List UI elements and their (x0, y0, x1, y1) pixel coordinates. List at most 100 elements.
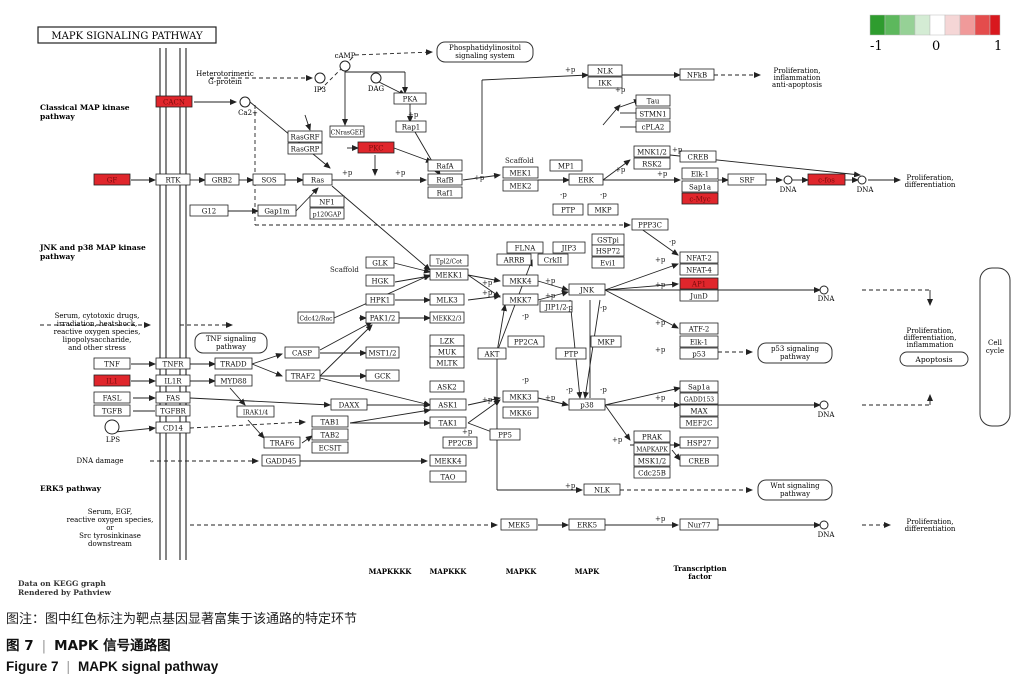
gene-node-elk-1[interactable]: Elk-1 (679, 335, 719, 348)
gene-node-mek5[interactable]: MEK5 (500, 518, 538, 531)
gene-node-mkk3[interactable]: MKK3 (502, 390, 539, 403)
gene-node-tgfb[interactable]: TGFB (93, 404, 131, 417)
gene-node-fasl[interactable]: FASL (93, 391, 131, 404)
gene-node-ask1[interactable]: ASK1 (429, 398, 467, 411)
gene-node-traf6[interactable]: TRAF6 (263, 436, 301, 449)
gene-node-traf2[interactable]: TRAF2 (285, 369, 321, 382)
gene-node-creb[interactable]: CREB (679, 454, 719, 467)
gene-node-fas[interactable]: FAS (155, 391, 191, 404)
gene-node-erk5[interactable]: ERK5 (568, 518, 606, 531)
gene-node-mek2[interactable]: MEK2 (502, 179, 539, 192)
gene-node-sap1a[interactable]: Sap1a (679, 380, 719, 393)
gene-node-tnf[interactable]: TNF (93, 357, 131, 370)
gene-node-mp1[interactable]: MP1 (549, 159, 583, 172)
gene-node-mekk4[interactable]: MEKK4 (429, 454, 467, 467)
gene-node-grb2[interactable]: GRB2 (204, 173, 240, 186)
gene-node-mkk6[interactable]: MKK6 (502, 406, 539, 419)
pathway-link-wnt[interactable]: Wnt signaling pathway (757, 479, 833, 501)
gene-node-hpk1[interactable]: HPK1 (365, 293, 395, 306)
gene-node-rtk[interactable]: RTK (155, 173, 191, 186)
gene-node-hgk[interactable]: HGK (365, 274, 395, 287)
gene-node-hsp72[interactable]: HSP72 (591, 244, 625, 257)
gene-node-gadd45[interactable]: GADD45 (261, 454, 301, 467)
gene-node-mapkapk[interactable]: MAPKAPK (633, 442, 671, 455)
gene-node-nfat-4[interactable]: NFAT-4 (679, 263, 719, 276)
gene-node-tau[interactable]: Tau (635, 94, 671, 107)
gene-node-srf[interactable]: SRF (727, 173, 767, 186)
gene-node-rafa[interactable]: RafA (427, 159, 463, 172)
gene-node-jip3[interactable]: JIP3 (552, 241, 586, 254)
gene-node-rasgrf[interactable]: RasGRF (287, 130, 323, 143)
gene-node-gck[interactable]: GCK (365, 369, 400, 382)
gene-node-daxx[interactable]: DAXX (330, 398, 368, 411)
gene-node-lzk[interactable]: LZK (429, 334, 465, 347)
gene-node-rafb[interactable]: RafB (427, 173, 463, 186)
gene-node-cnrasgef[interactable]: CNrasGEF (329, 125, 365, 138)
gene-node-nlk[interactable]: NLK (583, 483, 621, 496)
gene-node-pp2cb[interactable]: PP2CB (442, 436, 478, 449)
gene-node-ptp[interactable]: PTP (555, 347, 587, 360)
gene-node-irak1-4[interactable]: IRAK1/4 (236, 405, 275, 418)
gene-node-c-fos[interactable]: c-fos (807, 173, 846, 186)
gene-node-nlk[interactable]: NLK (587, 64, 623, 77)
gene-node-rap1[interactable]: Rap1 (395, 120, 427, 133)
gene-node-hsp27[interactable]: HSP27 (679, 436, 719, 449)
gene-node-ask2[interactable]: ASK2 (429, 380, 465, 393)
pathway-link-pi[interactable]: Phosphatidylinositol signaling system (436, 41, 534, 63)
gene-node-tpl2-cot[interactable]: Tpl2/Cot (429, 254, 469, 267)
pathway-link-p53[interactable]: p53 signaling pathway (757, 342, 833, 364)
gene-node-pp2ca[interactable]: PP2CA (507, 335, 545, 348)
gene-node-tak1[interactable]: TAK1 (429, 416, 467, 429)
gene-node-crkii[interactable]: CrkII (537, 253, 569, 266)
gene-node-jnk[interactable]: JNK (568, 283, 606, 296)
gene-node-flna[interactable]: FLNA (506, 241, 544, 254)
gene-node-tab2[interactable]: TAB2 (311, 428, 349, 441)
gene-node-jund[interactable]: JunD (679, 289, 719, 302)
gene-node-erk[interactable]: ERK (568, 173, 604, 186)
gene-node-tao[interactable]: TAO (429, 470, 467, 483)
gene-node-g12[interactable]: G12 (189, 204, 229, 217)
gene-node-gap1m[interactable]: Gap1m (257, 204, 297, 217)
gene-node-gstpi[interactable]: GSTpi (591, 233, 625, 246)
gene-node-tnfr[interactable]: TNFR (155, 357, 191, 370)
gene-node-ras[interactable]: Ras (302, 173, 333, 186)
gene-node-ap1[interactable]: AP1 (679, 277, 719, 290)
gene-node-tgfbr[interactable]: TGFBR (155, 404, 191, 417)
gene-node-evi1[interactable]: Evi1 (591, 256, 625, 269)
gene-node-mlk3[interactable]: MLK3 (429, 293, 465, 306)
gene-node-ptp[interactable]: PTP (552, 203, 584, 216)
gene-node-tab1[interactable]: TAB1 (311, 415, 349, 428)
gene-node-gadd153[interactable]: GADD153 (679, 392, 719, 405)
gene-node-mkk4[interactable]: MKK4 (502, 274, 539, 287)
gene-node-il1r[interactable]: IL1R (155, 374, 191, 387)
gene-node-casp[interactable]: CASP (284, 346, 320, 359)
gene-node-mnk1-2[interactable]: MNK1/2 (633, 145, 671, 158)
gene-node-mef2c[interactable]: MEF2C (679, 416, 719, 429)
gene-node-prak[interactable]: PRAK (633, 430, 671, 443)
gene-node-ppp3c[interactable]: PPP3C (631, 218, 669, 231)
gene-node-muk[interactable]: MUK (429, 345, 465, 358)
gene-node-mkp[interactable]: MKP (587, 203, 619, 216)
gene-node-max[interactable]: MAX (679, 404, 719, 417)
gene-node-pkc[interactable]: PKC (357, 141, 395, 154)
gene-node-msk1-2[interactable]: MSK1/2 (633, 454, 671, 467)
gene-node-creb[interactable]: CREB (679, 150, 717, 163)
gene-node-nur77[interactable]: Nur77 (679, 518, 719, 531)
gene-node-cdc42-rac[interactable]: Cdc42/Rac (297, 311, 335, 324)
gene-node-sap1a[interactable]: Sap1a (681, 180, 719, 193)
gene-node-cd14[interactable]: CD14 (155, 421, 191, 434)
gene-node-myd88[interactable]: MYD88 (214, 374, 253, 387)
gene-node-cdc25b[interactable]: Cdc25B (633, 466, 671, 479)
gene-node-glk[interactable]: GLK (365, 256, 395, 269)
gene-node-nfat-2[interactable]: NFAT-2 (679, 251, 719, 264)
gene-node-ikk[interactable]: IKK (587, 76, 623, 89)
gene-node-cacn[interactable]: CACN (155, 95, 193, 108)
gene-node-elk-1[interactable]: Elk-1 (681, 167, 719, 180)
gene-node-il1[interactable]: IL1 (93, 374, 131, 387)
gene-node-tradd[interactable]: TRADD (214, 357, 253, 370)
gene-node-sos[interactable]: SOS (252, 173, 286, 186)
gene-node-akt[interactable]: AKT (477, 347, 507, 360)
gene-node-raf1[interactable]: Raf1 (427, 186, 463, 199)
gene-node-atf-2[interactable]: ATF-2 (679, 322, 719, 335)
gene-node-c-myc[interactable]: c-Myc (681, 192, 719, 205)
